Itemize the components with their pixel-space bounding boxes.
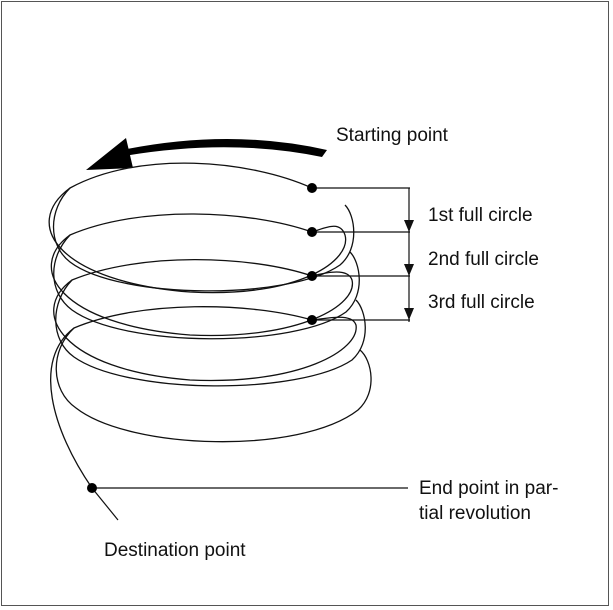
helix-back-strand-3 [55,279,366,387]
third-circle-label: 3rd full circle [428,292,535,313]
helix-points [87,183,317,493]
destination-point-label: Destination point [104,540,246,561]
first-circle-marker [307,227,317,237]
end-point-label-line2: tial revolution [419,503,531,524]
starting-point-marker [307,183,317,193]
helix-loop-1 [48,162,347,294]
measure-arrowheads [404,220,414,320]
end-point-marker [87,483,97,493]
first-circle-label: 1st full circle [428,205,533,226]
helix-loop-3 [53,258,357,382]
helix-back-strand-4 [55,327,372,443]
second-circle-label: 2nd full circle [428,249,539,270]
measure-lines [91,187,410,521]
helix-coil [48,162,372,489]
third-circle-marker [307,315,317,325]
helix-loop-2 [50,213,353,337]
end-point-label-line1: End point in par- [419,478,559,499]
rotation-direction-arrow-icon [86,138,327,170]
helix-back-strand-2 [53,234,360,340]
helix-back-strand-1 [52,187,355,292]
helix-loop-partial [50,306,313,489]
starting-point-label: Starting point [336,125,448,146]
second-circle-marker [307,271,317,281]
